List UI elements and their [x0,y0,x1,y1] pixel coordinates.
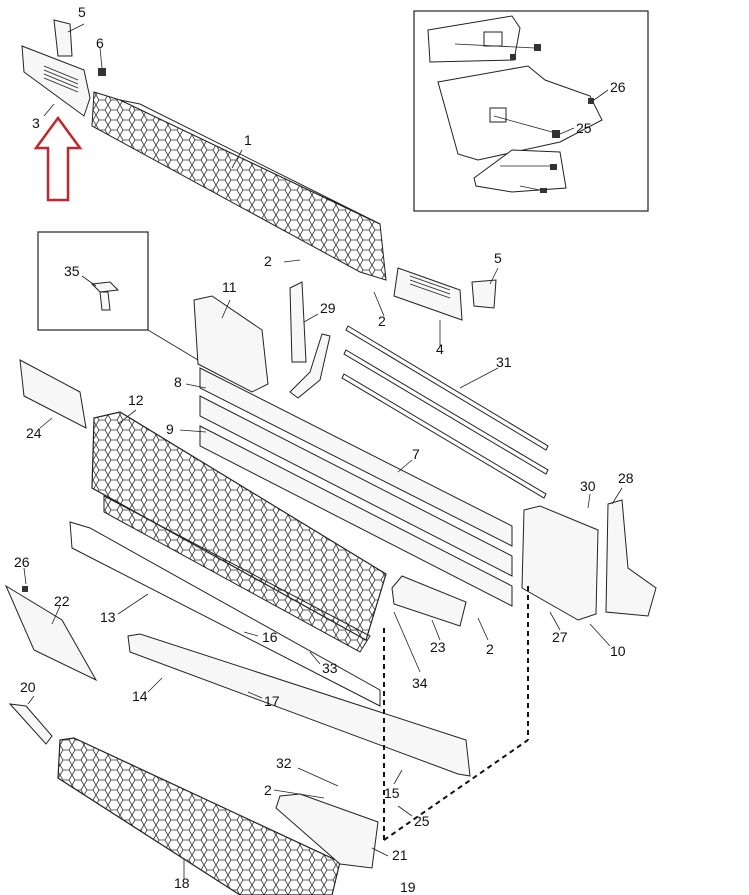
callout-3: 3 [32,115,40,131]
inset-detail-clips: 26 25 [413,10,649,212]
callout-4: 4 [436,341,444,357]
callout-18: 18 [174,875,190,891]
callout-5-top: 5 [78,4,86,20]
part-20-strip [8,703,53,745]
callout-35: 35 [64,263,80,279]
part-13-lower-bar [69,521,381,707]
part-22-panel [4,584,98,682]
callout-20: 20 [20,679,36,695]
inset-detail-35: 35 [37,231,199,361]
callout-11: 11 [222,279,237,295]
part-3-cover [21,19,106,117]
callout-labels: 5 6 3 1 2 2 5 4 11 29 31 8 12 9 24 7 30 … [14,4,634,895]
callout-2-a: 2 [264,253,272,269]
callout-12: 12 [128,392,144,408]
callout-26-left: 26 [14,554,30,570]
part-4-cover [393,267,497,321]
callout-1: 1 [244,132,252,148]
callout-10: 10 [610,643,626,659]
callout-7: 7 [412,446,420,462]
part-23-trim [391,575,467,627]
callout-15: 15 [384,785,400,801]
callout-34: 34 [412,675,428,691]
callout-25-bottom: 25 [414,813,430,829]
part-1-upper-grille [91,91,387,281]
callout-33: 33 [322,660,338,676]
part-10-bracket [521,505,599,621]
callout-9: 9 [166,421,174,437]
part-12-main-grille [91,411,387,653]
highlight-arrow-icon [33,115,83,202]
leader-lines [23,23,623,880]
callout-14: 14 [132,688,148,704]
callout-24: 24 [26,425,42,441]
part-31-strips [341,325,549,499]
callout-31: 31 [496,354,512,370]
part-18-lower-grille [57,737,341,895]
callout-25-inset: 25 [576,120,592,136]
callout-29: 29 [320,300,336,316]
dashed-guides [383,586,529,841]
callout-2-b: 2 [378,313,386,329]
callout-27: 27 [552,629,568,645]
part-11-bracket [193,295,269,393]
callout-5-right: 5 [494,250,502,266]
part-29-bracket [289,281,331,399]
callout-17: 17 [264,693,280,709]
callout-8: 8 [174,374,182,390]
callout-6: 6 [96,35,104,51]
callout-32: 32 [276,755,292,771]
part-24-trim [19,359,87,429]
callout-2-c: 2 [486,641,494,657]
callout-19: 19 [400,879,416,895]
callout-23: 23 [430,639,446,655]
callout-16: 16 [262,629,278,645]
callout-26-inset: 26 [610,79,626,95]
callout-22: 22 [54,593,70,609]
callout-30: 30 [580,478,596,494]
callout-13: 13 [100,609,116,625]
part-28-bracket [605,499,657,617]
callout-28: 28 [618,470,634,486]
callout-2-d: 2 [264,782,272,798]
part-7-8-9-bars [199,367,513,607]
callout-21: 21 [392,847,408,863]
